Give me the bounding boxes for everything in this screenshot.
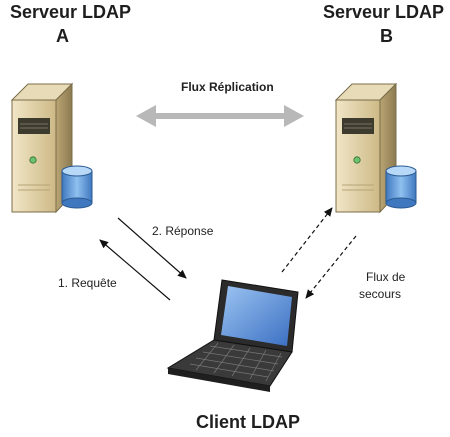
backup-arrow-up — [281, 207, 333, 273]
request-arrow — [99, 239, 171, 301]
request-label: 1. Requête — [58, 276, 117, 290]
backup-label-line1: Flux de — [366, 270, 406, 284]
server-a-bay-icon — [18, 118, 50, 134]
server-b-letter: B — [380, 26, 393, 46]
server-b-name: Serveur LDAP — [323, 2, 445, 22]
response-arrow — [117, 217, 187, 279]
backup-arrow-down — [305, 235, 357, 299]
client-name: Client LDAP — [196, 412, 301, 432]
server-a-database-icon — [61, 165, 93, 209]
replication-label: Flux Réplication — [181, 80, 274, 94]
server-b-bay-icon — [342, 118, 374, 134]
backup-label-line2: secours — [359, 287, 402, 301]
response-label: 2. Réponse — [152, 224, 214, 238]
server-a-led-icon — [29, 156, 37, 164]
server-b-led-icon — [353, 156, 361, 164]
server-a-letter: A — [56, 26, 69, 46]
server-b — [334, 82, 417, 214]
server-b-database-icon — [385, 165, 417, 209]
server-a-name: Serveur LDAP — [10, 2, 132, 22]
client-laptop-icon — [166, 279, 299, 392]
replication-arrow — [136, 105, 304, 127]
server-a — [10, 82, 93, 214]
